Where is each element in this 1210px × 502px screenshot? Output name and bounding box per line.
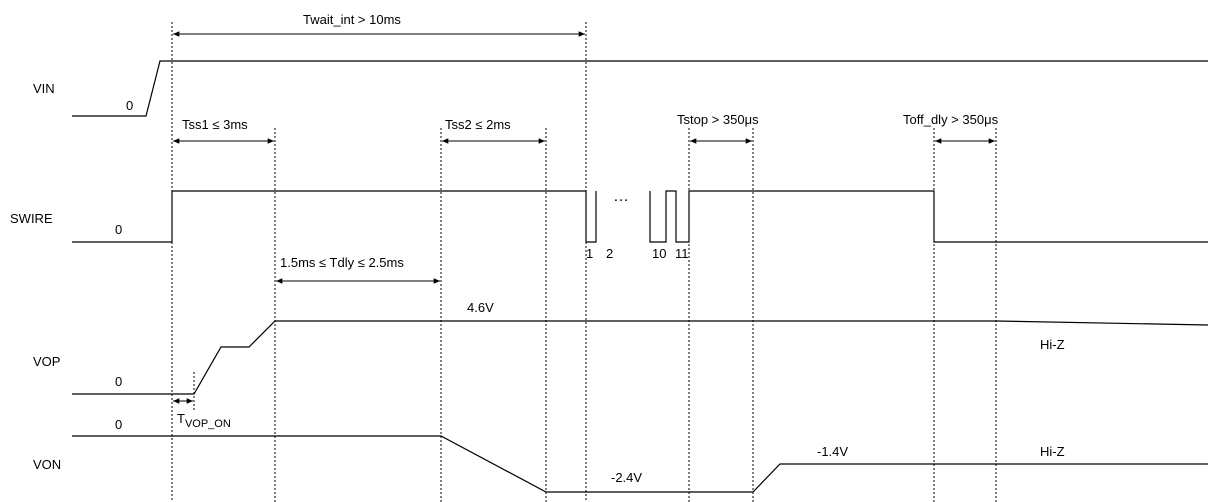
pulse-label-11: 11 <box>675 246 689 261</box>
swire-zero-label: 0 <box>115 222 122 237</box>
swire-waveform <box>72 190 597 243</box>
von-low1-label: -2.4V <box>611 470 642 485</box>
von-low2-label: -1.4V <box>817 444 848 459</box>
tss1-label: Tss1 ≤ 3ms <box>182 117 248 132</box>
vop-label: VOP <box>33 354 60 369</box>
tvop-on-label: TVOP_ON <box>177 411 231 430</box>
vin-label: VIN <box>33 81 55 96</box>
pulse-label-1: 1 <box>586 246 593 261</box>
timing-arrows <box>173 31 995 404</box>
swire-ellipsis: … <box>613 188 629 205</box>
vop-high-label: 4.6V <box>467 300 494 315</box>
tdly-label: 1.5ms ≤ Tdly ≤ 2.5ms <box>280 255 404 270</box>
von-label: VON <box>33 457 61 472</box>
vin-waveform <box>72 60 1208 117</box>
von-waveform <box>72 435 1208 493</box>
twait-label: Twait_int > 10ms <box>303 12 401 27</box>
tstop-label: Tstop > 350μs <box>677 112 759 127</box>
pulse-label-10: 10 <box>652 246 666 261</box>
vop-waveform <box>72 320 1209 395</box>
vop-zero-label: 0 <box>115 374 122 389</box>
von-hiz-label: Hi-Z <box>1040 444 1065 459</box>
waveforms <box>72 60 1209 493</box>
swire-pulse-10 <box>649 190 1208 243</box>
toff-label: Toff_dly > 350μs <box>903 112 999 127</box>
pulse-label-2: 2 <box>606 246 613 261</box>
von-zero-label: 0 <box>115 417 122 432</box>
vin-zero-label: 0 <box>126 98 133 113</box>
swire-label: SWIRE <box>10 211 53 226</box>
level-labels: 4.6V Hi-Z -2.4V -1.4V Hi-Z <box>467 300 1065 485</box>
swire-pulse-labels: 1 2 10 11 … <box>586 188 689 261</box>
signal-labels: VIN 0 SWIRE 0 VOP 0 VON 0 <box>10 81 133 472</box>
vop-hiz-label: Hi-Z <box>1040 337 1065 352</box>
timing-guides <box>171 22 997 502</box>
timing-labels: Twait_int > 10ms Tss1 ≤ 3ms Tss2 ≤ 2ms T… <box>177 12 999 430</box>
tss2-label: Tss2 ≤ 2ms <box>445 117 511 132</box>
